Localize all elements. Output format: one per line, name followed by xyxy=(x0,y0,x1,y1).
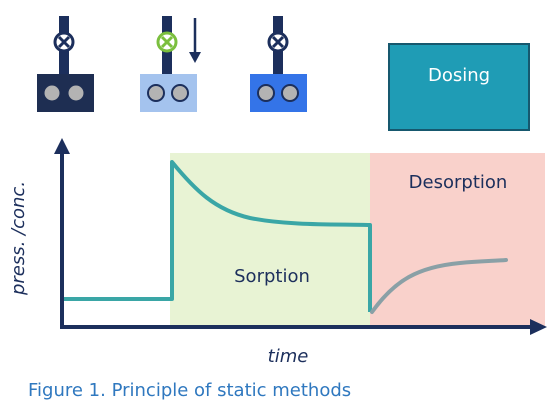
sorption-region xyxy=(170,153,370,327)
cell-bead xyxy=(68,85,84,101)
cell-bead xyxy=(44,85,60,101)
x-axis-arrowhead xyxy=(530,319,547,335)
dosing-box xyxy=(388,43,530,131)
cell-bead xyxy=(147,84,165,102)
desorption-region xyxy=(370,153,545,327)
valve-assembly-3 xyxy=(250,16,307,112)
desorption-curve xyxy=(370,258,508,314)
sorption-curve xyxy=(64,160,372,312)
sorption-label: Sorption xyxy=(234,266,310,287)
cell-bead xyxy=(171,84,189,102)
desorption-label: Desorption xyxy=(409,172,508,193)
cell-bead xyxy=(257,84,275,102)
dosing-label: Dosing xyxy=(428,65,490,86)
cell-bead xyxy=(281,84,299,102)
y-axis-arrowhead xyxy=(54,138,70,154)
figure-caption: Figure 1. Principle of static methods xyxy=(28,380,352,401)
valve-assembly-2 xyxy=(140,16,201,112)
valve-assembly-1 xyxy=(37,16,94,112)
axes xyxy=(54,138,547,335)
y-axis-label: press. /conc. xyxy=(8,181,29,296)
x-axis-label: time xyxy=(268,346,309,367)
